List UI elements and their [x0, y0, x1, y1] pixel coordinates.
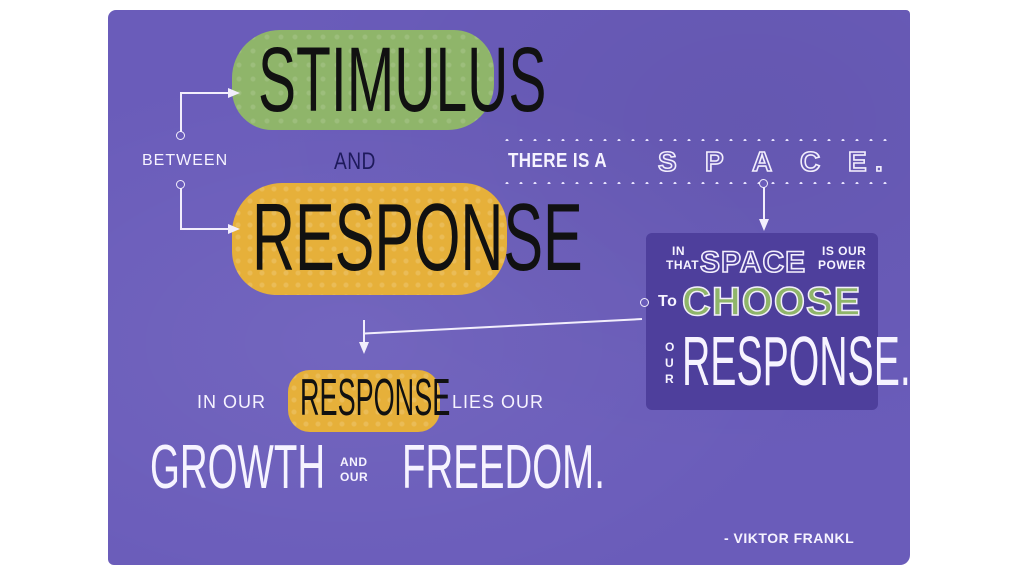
our-small-text: OUR: [340, 470, 369, 484]
to-text: To: [658, 293, 678, 310]
in-our-text: IN OUR: [197, 392, 266, 412]
power-text: POWER: [818, 258, 866, 272]
dotted-border-top: [500, 139, 892, 141]
connector-dot: [640, 298, 649, 307]
stimulus-blob: [232, 30, 494, 130]
in-text: IN: [672, 244, 685, 258]
space-word: SPACE: [699, 245, 807, 280]
growth-word: GROWTH: [150, 433, 326, 502]
response-word: RESPONSE: [252, 184, 583, 291]
is-our-text: IS OUR: [822, 244, 867, 258]
connector-line: [363, 320, 365, 342]
bottom-response-word: RESPONSE: [300, 369, 451, 427]
quote-box: [646, 233, 878, 410]
arrow-right-icon: [228, 88, 240, 98]
space-letter-a: A: [751, 145, 773, 178]
arrow-down-icon: [359, 342, 369, 354]
freedom-word: FREEDOM.: [402, 433, 605, 502]
connector-line: [180, 92, 182, 134]
space-period: .: [874, 145, 883, 178]
response-blob: [232, 183, 507, 295]
our-vertical-u: U: [665, 356, 675, 370]
and-small-text: AND: [340, 455, 368, 469]
dotted-border-bottom: [500, 182, 892, 184]
there-is-a-text: THERE IS A: [508, 150, 608, 172]
our-vertical-o: O: [665, 340, 675, 354]
connector-dot: [176, 131, 185, 140]
connector-line: [180, 228, 232, 230]
space-letter-p: P: [704, 145, 724, 178]
space-letter-s: S: [657, 145, 677, 178]
that-text: THAT: [666, 258, 700, 272]
choose-word: CHOOSE: [681, 279, 862, 325]
arrow-right-icon: [228, 224, 240, 234]
between-word: BETWEEN: [142, 152, 229, 169]
space-letter-e: E: [847, 145, 867, 178]
our-vertical-r: R: [665, 372, 675, 386]
box-response-word: RESPONSE.: [682, 322, 911, 400]
arrow-down-icon: [759, 219, 769, 231]
connector-line: [180, 188, 182, 230]
connector-line: [763, 187, 765, 221]
stimulus-word: STIMULUS: [258, 29, 547, 131]
bottom-response-blob: [288, 370, 440, 432]
space-letter-c: C: [799, 145, 821, 178]
connector-line: [180, 92, 232, 94]
attribution-text: - VIKTOR FRANKL: [724, 530, 855, 546]
lies-our-text: LIES OUR: [452, 392, 545, 412]
and-word: AND: [334, 148, 376, 175]
